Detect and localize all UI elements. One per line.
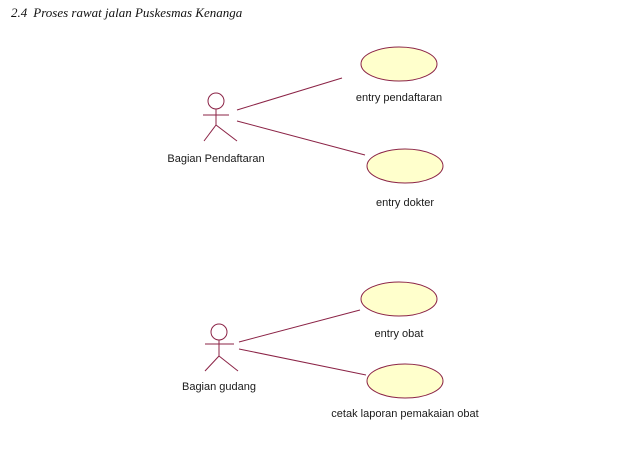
actor-bagian-pendaftaran[interactable]: Bagian Pendaftaran bbox=[167, 92, 265, 165]
actor-bagian-gudang[interactable]: Bagian gudang bbox=[182, 323, 256, 393]
association-pendaftaran-entry-pendaftaran bbox=[236, 77, 343, 111]
section-number: 2.4 bbox=[11, 5, 28, 20]
usecase-label: entry obat bbox=[375, 328, 424, 340]
association-gudang-entry-obat bbox=[238, 309, 361, 343]
usecase-ellipse bbox=[360, 46, 438, 82]
usecase-ellipse bbox=[366, 148, 444, 184]
usecase-entry-dokter[interactable]: entry dokter bbox=[366, 148, 444, 209]
usecase-ellipse bbox=[366, 363, 444, 399]
stick-figure-icon bbox=[203, 92, 238, 142]
usecase-label: entry dokter bbox=[376, 197, 434, 209]
actor-label: Bagian gudang bbox=[182, 381, 256, 393]
section-title: Proses rawat jalan Puskesmas Kenanga bbox=[33, 5, 243, 20]
usecase-ellipse bbox=[360, 281, 438, 317]
section-heading: 2.4 Proses rawat jalan Puskesmas Kenanga bbox=[11, 5, 242, 21]
usecase-entry-pendaftaran[interactable]: entry pendaftaran bbox=[356, 46, 442, 104]
stick-figure-icon bbox=[204, 323, 239, 372]
usecase-cetak-laporan[interactable]: cetak laporan pemakaian obat bbox=[331, 363, 479, 420]
association-gudang-cetak-laporan bbox=[238, 348, 367, 376]
usecase-entry-obat[interactable]: entry obat bbox=[360, 281, 438, 340]
actor-label: Bagian Pendaftaran bbox=[167, 153, 264, 165]
usecase-label: cetak laporan pemakaian obat bbox=[331, 408, 478, 420]
association-pendaftaran-entry-dokter bbox=[236, 120, 366, 156]
usecase-label: entry pendaftaran bbox=[356, 92, 442, 104]
